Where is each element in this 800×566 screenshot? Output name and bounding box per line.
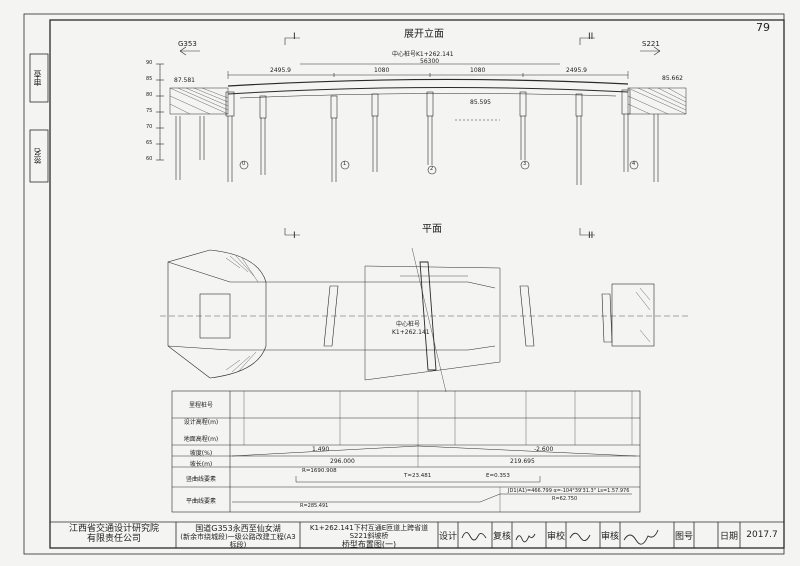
pier-number-0: 0: [242, 161, 246, 167]
scale-75: 75: [146, 108, 153, 114]
organization-name: 江西省交通设计研究院有限责任公司: [68, 524, 159, 545]
review-label: 复核: [492, 531, 511, 542]
profile-table: [171, 390, 641, 513]
hcurve-radius: R=62.750: [552, 496, 578, 502]
span-2: 1080: [374, 67, 390, 74]
signature-box: [29, 129, 49, 183]
page-number: 79: [756, 21, 770, 34]
slope-length-left: 296.000: [330, 458, 355, 465]
row-label-grade: 坡度(%): [189, 450, 213, 457]
signature-marks: [461, 529, 659, 545]
elevation-view: [156, 37, 687, 236]
right-road-label: S221: [642, 40, 660, 48]
row-label-design-elev: 设计高程(m): [183, 419, 219, 426]
inner-border: [49, 19, 785, 549]
grade-right: -2.600: [534, 446, 554, 453]
span-1: 2495.9: [270, 67, 291, 74]
section-mark-left-bottom: I: [293, 231, 296, 241]
check-label: 审校: [546, 531, 565, 542]
vcurve-external: E=0.353: [486, 473, 510, 479]
scale-85: 85: [146, 76, 153, 82]
design-label: 设计: [438, 531, 457, 542]
pier-number-4: 4: [632, 161, 636, 167]
plan-title: 平面: [422, 224, 442, 235]
row-label-vcurve: 竖曲线要素: [185, 476, 216, 483]
approval-label: 审查: [33, 70, 42, 86]
signature-label: 签名: [33, 148, 42, 164]
hcurve-left-radius: R=285.491: [300, 503, 329, 509]
drawing-no-label: 图号: [674, 531, 693, 542]
scale-80: 80: [146, 92, 153, 98]
span-3: 1080: [470, 67, 486, 74]
pier-number-3: 3: [523, 161, 527, 167]
approval-box: [29, 53, 49, 103]
elevation-title: 展开立面: [404, 29, 444, 40]
plan-center-station-2: K1+262.141: [392, 329, 430, 336]
approve-label: 审核: [600, 531, 619, 542]
vcurve-tangent: T=23.481: [404, 473, 432, 479]
project-name: 国道G353永西至仙女湖(新余市绕城段)一级公路改建工程(A3标段): [180, 524, 296, 550]
title-block: [50, 521, 784, 548]
row-label-hcurve: 平曲线要素: [185, 498, 216, 505]
hcurve-element: JD1(A1)=466.799 α=-104°39'31.3" Ls=1.57.…: [508, 488, 630, 494]
drawing-name: K1+262.141下村互通E匝道上跨省道S221斜坡桥桥型布置图(一): [309, 524, 429, 550]
scale-90: 90: [146, 60, 153, 66]
scale-60: 60: [146, 156, 153, 162]
span-4: 2495.9: [566, 67, 587, 74]
scale-70: 70: [146, 124, 153, 130]
section-mark-left-top: I: [293, 32, 296, 42]
vcurve-radius: R=1690.908: [302, 468, 337, 474]
mid-elevation: 85.595: [470, 99, 491, 106]
right-elevation: 85.662: [662, 75, 683, 82]
section-mark-right-top: II: [588, 32, 594, 42]
section-mark-right-bottom: II: [588, 231, 594, 241]
plan-view: [160, 247, 690, 393]
row-label-ground-elev: 地面高程(m): [183, 436, 219, 443]
total-length-label: 56300: [420, 58, 440, 65]
grade-left: 1.490: [312, 446, 330, 453]
row-label-slope-length: 坡长(m): [189, 461, 213, 468]
plan-center-station-1: 中心桩号: [396, 321, 421, 328]
scale-65: 65: [146, 140, 153, 146]
slope-length-right: 219.695: [510, 458, 535, 465]
pier-number-2: 2: [430, 166, 434, 172]
date-value: 2017.7: [746, 530, 778, 540]
center-station-label: 中心桩号K1+262.141: [392, 51, 454, 58]
pier-number-1: 1: [343, 161, 347, 167]
row-label-station: 里程桩号: [188, 402, 213, 409]
left-elevation: 87.581: [174, 77, 195, 84]
date-label: 日期: [719, 531, 738, 542]
left-road-label: G353: [178, 40, 197, 48]
